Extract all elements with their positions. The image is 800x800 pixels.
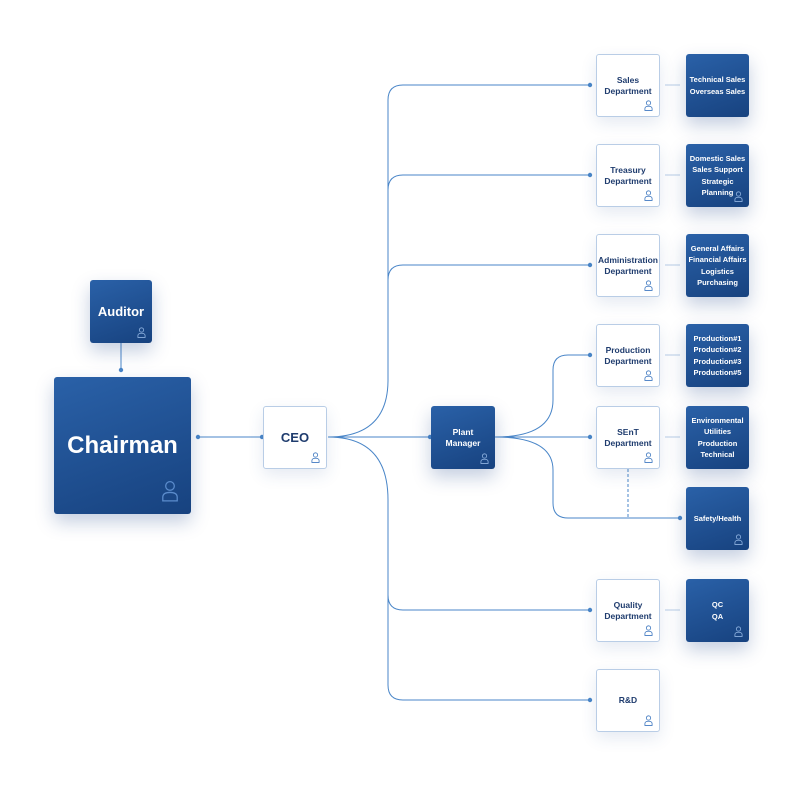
person-icon [644, 100, 653, 111]
plant-manager-node[interactable]: Plant Manager [431, 406, 495, 469]
person-icon [644, 715, 653, 726]
sales-sub-label: Technical Sales Overseas Sales [689, 75, 746, 96]
sales-department-node[interactable]: Sales Department [596, 54, 660, 117]
quality-department-label: Quality Department [604, 599, 652, 621]
sales-department-label: Sales Department [604, 74, 652, 96]
person-icon [644, 190, 653, 201]
safety-health-node[interactable]: Safety/Health [686, 487, 749, 550]
quality-department-node[interactable]: Quality Department [596, 579, 660, 642]
treasury-department-node[interactable]: Treasury Department [596, 144, 660, 207]
chairman-node[interactable]: Chairman [54, 377, 191, 514]
person-icon [480, 453, 489, 464]
person-icon [644, 370, 653, 381]
sent-sub-node[interactable]: Environmental Utilities Production Techn… [686, 406, 749, 469]
ceo-label: CEO [280, 430, 310, 445]
person-icon [644, 625, 653, 636]
sent-department-label: SEnT Department [604, 426, 652, 448]
person-icon [734, 626, 743, 637]
treasury-department-label: Treasury Department [604, 164, 652, 186]
administration-sub-label: General Affairs Financial Affairs Logist… [688, 243, 747, 288]
safety-health-label: Safety/Health [693, 513, 742, 523]
quality-sub-label: QC QA [711, 600, 724, 621]
person-icon [137, 327, 146, 338]
person-icon [161, 480, 179, 502]
person-icon [644, 280, 653, 291]
person-icon [644, 452, 653, 463]
person-icon [311, 452, 320, 463]
ceo-node[interactable]: CEO [263, 406, 327, 469]
person-icon [734, 191, 743, 202]
treasury-sub-node[interactable]: Domestic Sales Sales Support Strategic P… [686, 144, 749, 207]
administration-department-node[interactable]: Administration Department [596, 234, 660, 297]
rnd-node[interactable]: R&D [596, 669, 660, 732]
plant-manager-label: Plant Manager [445, 426, 481, 448]
sent-department-node[interactable]: SEnT Department [596, 406, 660, 469]
administration-sub-node[interactable]: General Affairs Financial Affairs Logist… [686, 234, 749, 297]
sent-sub-label: Environmental Utilities Production Techn… [691, 415, 744, 460]
person-icon [734, 534, 743, 545]
quality-sub-node[interactable]: QC QA [686, 579, 749, 642]
auditor-label: Auditor [97, 304, 145, 319]
production-department-node[interactable]: Production Department [596, 324, 660, 387]
production-sub-label: Production#1 Production#2 Production#3 P… [693, 333, 742, 378]
production-department-label: Production Department [604, 344, 652, 366]
treasury-sub-label: Domestic Sales Sales Support Strategic P… [689, 153, 746, 198]
rnd-label: R&D [618, 695, 638, 705]
chairman-label: Chairman [67, 431, 178, 459]
sales-sub-node[interactable]: Technical Sales Overseas Sales [686, 54, 749, 117]
production-sub-node[interactable]: Production#1 Production#2 Production#3 P… [686, 324, 749, 387]
auditor-node[interactable]: Auditor [90, 280, 152, 343]
administration-department-label: Administration Department [598, 254, 658, 276]
